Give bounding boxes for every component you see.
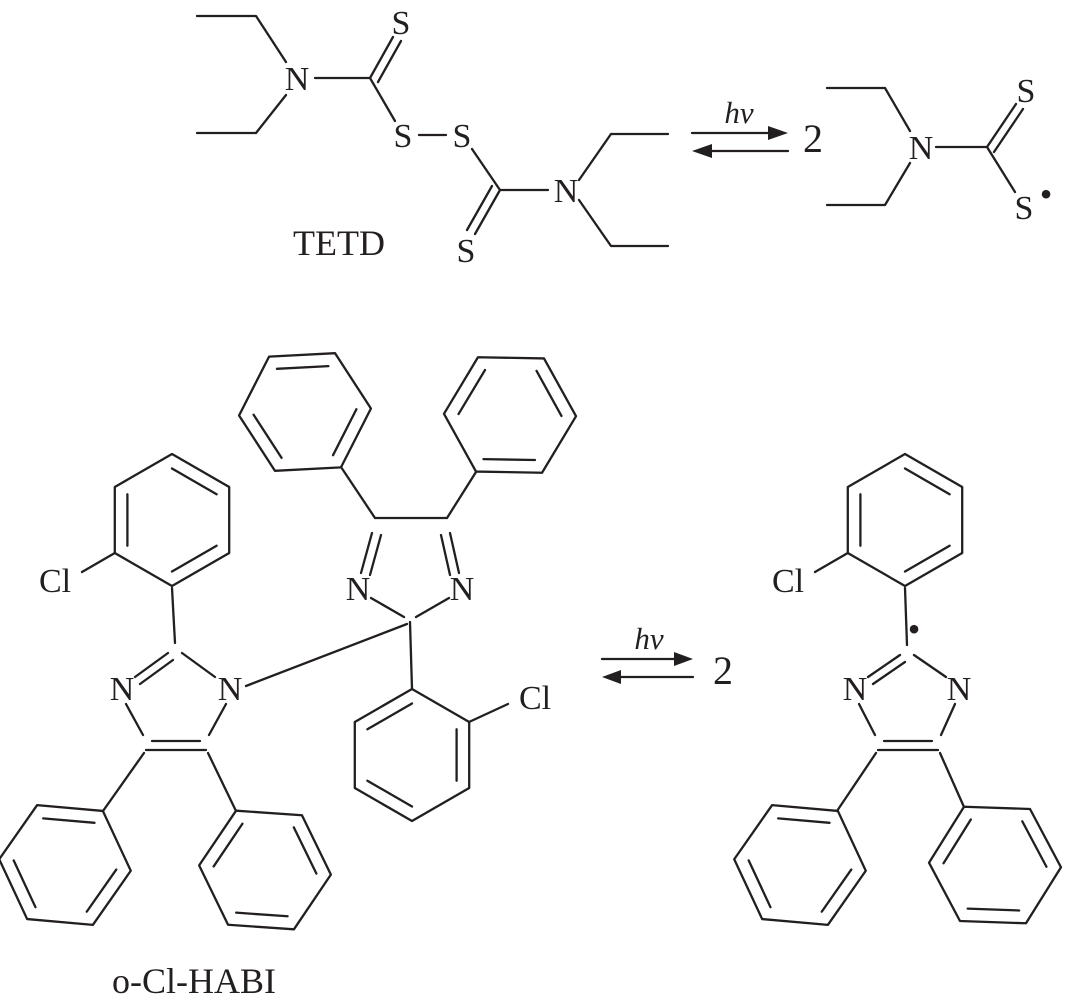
nitrogen-label: N xyxy=(947,671,972,708)
sulfur-label: S xyxy=(1015,190,1034,227)
phenyl-ring xyxy=(0,776,151,954)
nitrogen-label: N xyxy=(346,571,371,608)
lophyl-double-bond-lines xyxy=(871,660,934,743)
nitrogen-label: N xyxy=(909,130,934,167)
forward-arrow-head xyxy=(768,126,788,140)
radical-double-bond-line xyxy=(992,107,1025,154)
reverse-arrow-head xyxy=(692,144,712,158)
photolysis-condition-label: hν xyxy=(724,95,754,130)
chlorophenyl-ring xyxy=(846,452,964,588)
stoichiometric-coefficient: 2 xyxy=(803,116,823,161)
equilibrium-arrow-1: hν 2 xyxy=(690,95,823,161)
chlorophenyl-ring xyxy=(353,687,471,823)
tetd-double-bond-lines xyxy=(376,39,494,232)
habi-double-bond-lines xyxy=(138,533,452,743)
phenyl-ring xyxy=(912,778,1078,952)
habi-single-bonds xyxy=(80,465,510,813)
nitrogen-label: N xyxy=(450,571,475,608)
molecule-lophyl-radical: N N Cl • xyxy=(714,452,1078,954)
phenyl-ring xyxy=(425,327,595,503)
radical-single-bonds xyxy=(825,86,1018,207)
tetd-single-bonds xyxy=(195,14,670,248)
habi-name-label: o-Cl-HABI xyxy=(112,961,276,1001)
disulfide-sulfur-label: S xyxy=(453,118,472,155)
phenyl-ring xyxy=(183,784,347,956)
reverse-arrow-head xyxy=(602,670,621,684)
nitrogen-label: N xyxy=(285,61,310,98)
molecule-tetd: N S S S S N TETD xyxy=(195,5,670,270)
radical-dot: • xyxy=(908,609,921,649)
disulfide-sulfur-label: S xyxy=(394,118,413,155)
molecule-o-cl-habi: N N N N Cl Cl o-Cl-HABI xyxy=(0,324,595,1001)
tetd-name-label: TETD xyxy=(293,223,385,263)
chlorophenyl-ring xyxy=(113,452,231,588)
habi-scheme: N N N N Cl Cl o-Cl-HABI hν 2 N N Cl xyxy=(0,324,1078,1001)
sulfur-label: S xyxy=(1017,73,1036,110)
photolysis-condition-label: hν xyxy=(634,621,664,656)
radical-dot: • xyxy=(1040,174,1053,214)
phenyl-ring xyxy=(219,324,391,500)
stoichiometric-coefficient: 2 xyxy=(713,648,733,693)
nitrogen-label: N xyxy=(843,671,868,708)
chlorine-label: Cl xyxy=(39,563,71,600)
phenyl-ring xyxy=(714,776,886,954)
equilibrium-arrow-2: hν 2 xyxy=(600,621,733,693)
sulfur-label: S xyxy=(457,233,476,270)
chlorine-label: Cl xyxy=(519,680,551,717)
nitrogen-label: N xyxy=(110,671,135,708)
forward-arrow-head xyxy=(674,652,693,666)
tetd-scheme: N S S S S N TETD hν 2 N S S • xyxy=(195,5,1053,270)
lophyl-single-bonds xyxy=(813,551,966,813)
nitrogen-label: N xyxy=(554,173,579,210)
chlorine-label: Cl xyxy=(772,563,804,600)
sulfur-label: S xyxy=(392,5,411,42)
molecule-dithiocarbamyl-radical: N S S • xyxy=(825,73,1053,227)
nitrogen-label: N xyxy=(218,671,243,708)
